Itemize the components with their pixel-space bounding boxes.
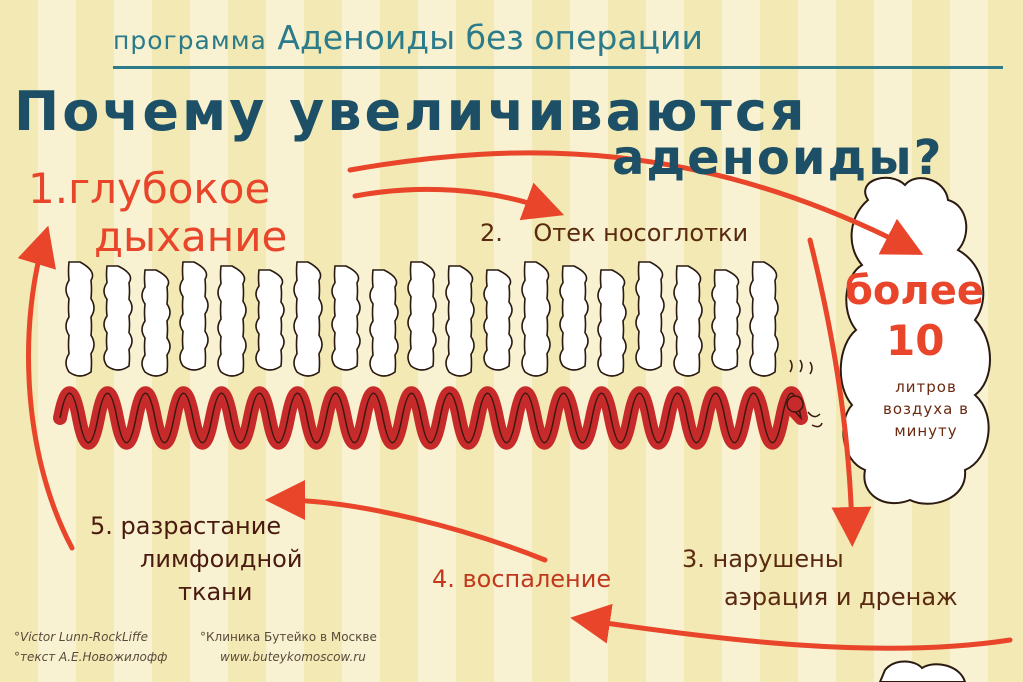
title-line-1: Почему увеличиваются [14,80,808,143]
program-header: программа Аденоиды без операции [113,18,703,57]
cilium [749,261,779,377]
credit-text-author: °текст А.Е.Новожилофф [14,650,168,664]
cilium [369,269,399,377]
arrow-4-to-5 [265,480,548,563]
step-4-inflammation: 4. воспаление [432,565,612,593]
cilium [217,265,247,377]
step-3-line-1: 3. нарушены [682,545,844,573]
cloud-liters-text: литров воздуха в минуту [883,378,969,440]
cilia-row [65,261,779,377]
credits-clinic: °Клиника Бутейко в Москве www.buteykomos… [200,627,377,667]
step-1-line-1: 1.глубокое [28,164,271,213]
header-underline [113,66,1003,69]
arrow-5-to-1 [17,225,75,551]
program-label: программа [113,26,267,55]
cilium [445,265,475,377]
step-3-aeration: 3. нарушены аэрация и дренаж [682,540,958,616]
step-5-growth: 5. разрастание лимфоидной ткани [90,510,302,609]
cycle-arrows [17,150,1013,651]
cilium [483,269,513,371]
step-2-swelling: 2. Отек носоглотки [480,219,749,247]
credits-authors: °Victor Lunn-RockLiffe °текст А.Е.Новожи… [14,627,167,667]
step-5-line-1: 5. разрастание [90,512,282,540]
cilium [179,261,209,371]
arrow-1-to-2 [352,182,565,221]
cilium [141,269,171,377]
cilium [673,265,703,377]
cilium [407,261,437,371]
arrow-1-to-cloud [347,150,924,255]
cilium [635,261,665,371]
credit-illustrator: °Victor Lunn-RockLiffe [14,630,149,644]
cilium [559,265,589,371]
cilium [103,265,133,371]
cilium [255,269,285,371]
air-cloud [839,176,991,682]
cilium [597,269,627,377]
cilium [331,265,361,371]
cloud-more-text: более [845,268,984,314]
program-name: Аденоиды без операции [277,18,703,57]
credit-website-link[interactable]: www.buteykomoscow.ru [220,650,366,664]
cilium [521,261,551,377]
worm-outline [59,392,803,444]
worm-head [786,359,823,428]
step-1-deep-breathing: 1.глубокое дыхание [28,165,287,261]
cloud-number: 10 [886,316,945,365]
cilium [711,269,741,371]
title-line-2: аденоиды? [612,130,944,186]
cilium [293,261,323,377]
worm-wave [53,386,808,450]
credit-clinic-name: °Клиника Бутейко в Москве [200,630,377,644]
step-5-line-2: лимфоидной [140,545,303,573]
step-5-line-3: ткани [178,578,253,606]
cilium [65,261,95,377]
arrow-2-to-3 [807,237,872,547]
arrow-3-to-4 [570,603,1013,651]
step-1-line-2: дыхание [94,212,288,261]
step-3-line-2: аэрация и дренаж [724,583,958,611]
